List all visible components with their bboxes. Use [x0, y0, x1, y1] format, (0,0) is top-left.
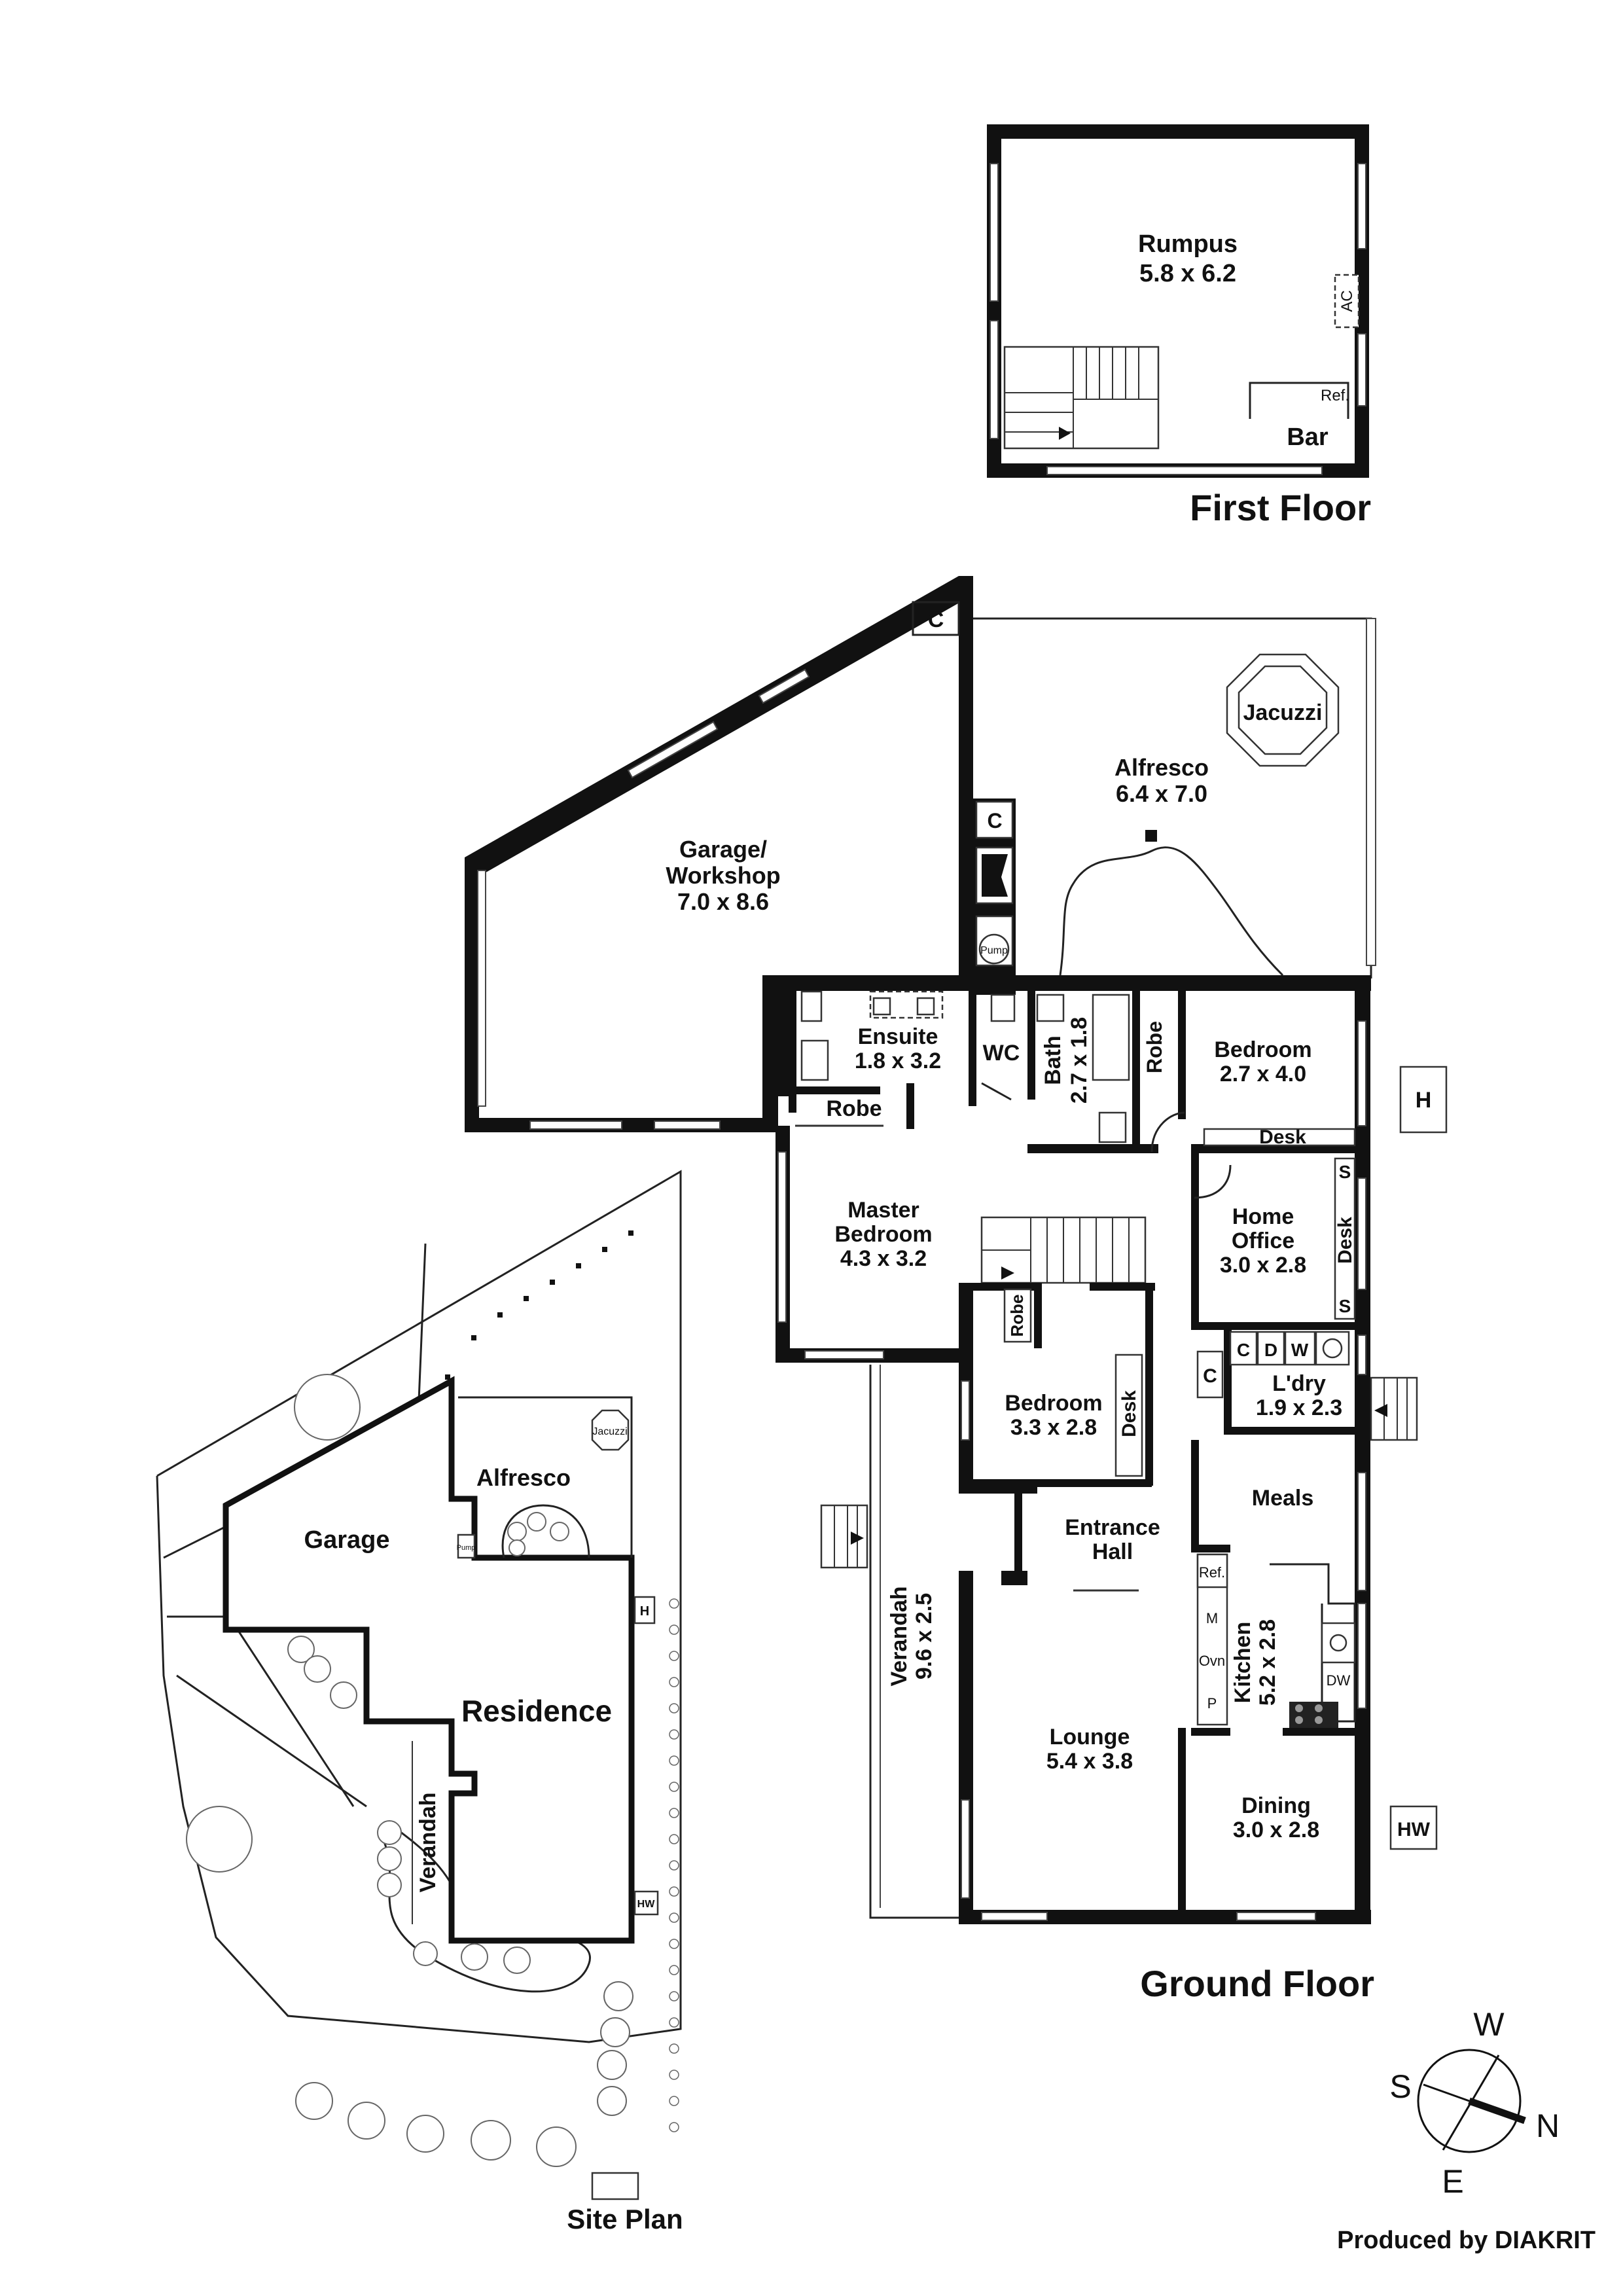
- laundry-name: L'dry: [1272, 1371, 1326, 1396]
- wc-label: WC: [983, 1041, 1020, 1066]
- lounge-name: Lounge: [1050, 1725, 1130, 1749]
- rumpus-name: Rumpus: [1138, 230, 1238, 258]
- site-residence-label: Residence: [461, 1694, 612, 1728]
- laundry-size: 1.9 x 2.3: [1256, 1395, 1342, 1420]
- compass-e: E: [1442, 2163, 1463, 2200]
- alfresco-name: Alfresco: [1115, 754, 1209, 781]
- compass-w: W: [1473, 2006, 1505, 2043]
- credit-brand: DIAKRIT: [1495, 2227, 1596, 2254]
- kitchen-size: 5.2 x 2.8: [1255, 1619, 1280, 1706]
- robe-small-label: Robe: [1007, 1295, 1027, 1337]
- entrance-name2: Hall: [1092, 1539, 1133, 1564]
- ground-floor-plan: C Garage/ Workshop 7.0 x 8.6 Jacuzzi Alf…: [465, 576, 1448, 2004]
- ref-label-bar: Ref.: [1321, 387, 1349, 404]
- site-verandah-label: Verandah: [416, 1792, 440, 1892]
- verandah-size: 9.6 x 2.5: [912, 1593, 936, 1679]
- robe-master-label: Robe: [827, 1096, 882, 1121]
- dining-size: 3.0 x 2.8: [1233, 1818, 1319, 1842]
- credit-prefix: Produced by: [1337, 2227, 1495, 2254]
- compass-n: N: [1536, 2108, 1560, 2144]
- laundry-d-label: D: [1264, 1340, 1277, 1360]
- pump-label: Pump: [980, 945, 1008, 956]
- bedroom-b-size: 3.3 x 2.8: [1010, 1415, 1097, 1440]
- jacuzzi-label: Jacuzzi: [1243, 700, 1323, 725]
- site-h-label: H: [640, 1604, 649, 1619]
- garage-name: Garage/: [679, 836, 767, 863]
- ref-kitchen-label: Ref.: [1199, 1564, 1225, 1581]
- alfresco-size: 6.4 x 7.0: [1116, 780, 1207, 807]
- site-alfresco-label: Alfresco: [476, 1464, 571, 1491]
- robe-bath-label: Robe: [1143, 1021, 1166, 1073]
- first-floor-title: First Floor: [1190, 487, 1371, 528]
- s1-label: S: [1339, 1162, 1351, 1182]
- hw-label: HW: [1397, 1819, 1431, 1840]
- p-label: P: [1207, 1695, 1217, 1712]
- master-name: Master: [847, 1198, 919, 1223]
- bath-size: 2.7 x 1.8: [1067, 1017, 1092, 1103]
- garage-cupboard-label: C: [928, 607, 944, 632]
- laundry-w-label: W: [1291, 1340, 1309, 1360]
- site-hw-label: HW: [637, 1899, 656, 1910]
- credit-line: Produced by DIAKRIT: [1337, 2227, 1596, 2254]
- site-garage-label: Garage: [304, 1526, 390, 1554]
- desk-bedroom-label: Desk: [1259, 1126, 1306, 1148]
- office-name2: Office: [1232, 1229, 1294, 1253]
- ac-label: AC: [1338, 290, 1356, 312]
- site-plan-title: Site Plan: [567, 2204, 683, 2234]
- alfresco-cupboard-label: C: [987, 809, 1002, 833]
- hall-cupboard-label: C: [1203, 1365, 1217, 1387]
- site-jacuzzi-label: Jacuzzi: [592, 1426, 627, 1437]
- m-label: M: [1206, 1610, 1218, 1626]
- ensuite-size: 1.8 x 3.2: [855, 1049, 941, 1073]
- credit: Produced by DIAKRIT: [1337, 2227, 1596, 2254]
- ensuite-name: Ensuite: [858, 1024, 938, 1049]
- kitchen-name: Kitchen: [1230, 1622, 1255, 1704]
- bedroom-a-name: Bedroom: [1214, 1037, 1311, 1062]
- dw-label: DW: [1327, 1672, 1351, 1689]
- office-name: Home: [1232, 1204, 1294, 1229]
- garage-size: 7.0 x 8.6: [677, 888, 769, 915]
- verandah-name: Verandah: [887, 1586, 912, 1686]
- site-plan: Jacuzzi Pump H HW: [156, 1170, 683, 2234]
- garage-name2: Workshop: [666, 862, 780, 889]
- dining-name: Dining: [1241, 1793, 1311, 1818]
- office-size: 3.0 x 2.8: [1220, 1253, 1306, 1278]
- bedroom-b-name: Bedroom: [1005, 1391, 1102, 1416]
- entrance-name: Entrance: [1065, 1515, 1160, 1540]
- compass-s: S: [1389, 2068, 1411, 2105]
- meals-label: Meals: [1252, 1486, 1314, 1511]
- ground-floor-title: Ground Floor: [1140, 1963, 1374, 2004]
- desk-bedroom-b-label: Desk: [1118, 1390, 1140, 1437]
- lounge-size: 5.4 x 3.8: [1046, 1749, 1133, 1774]
- first-floor-plan: AC Ref. Rumpus 5.8 x 6.2 Bar First Floor: [987, 124, 1371, 528]
- h-label: H: [1416, 1088, 1432, 1113]
- ovn-label: Ovn: [1199, 1653, 1225, 1669]
- laundry-c-label: C: [1237, 1340, 1250, 1360]
- bar-label: Bar: [1287, 423, 1329, 451]
- master-name2: Bedroom: [834, 1222, 932, 1247]
- s2-label: S: [1339, 1296, 1351, 1316]
- rumpus-size: 5.8 x 6.2: [1139, 260, 1236, 287]
- bedroom-a-size: 2.7 x 4.0: [1220, 1062, 1306, 1086]
- bath-name: Bath: [1041, 1035, 1065, 1085]
- compass: W S N E: [1389, 2006, 1560, 2200]
- desk-office-label: Desk: [1334, 1217, 1356, 1264]
- master-size: 4.3 x 3.2: [840, 1246, 927, 1271]
- site-pump-label: Pump: [457, 1544, 476, 1552]
